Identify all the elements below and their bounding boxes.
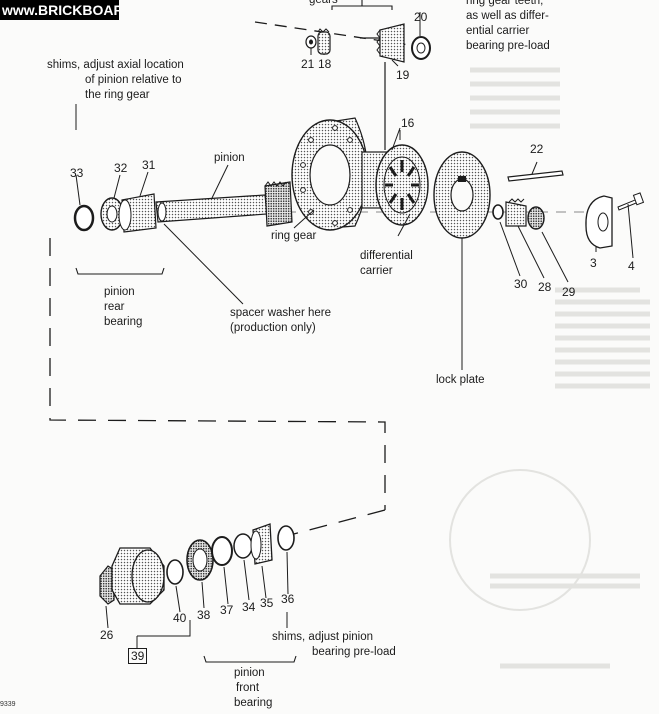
part-number-3: 3 xyxy=(590,256,597,270)
shim-36 xyxy=(277,525,295,551)
label-spacer-washer-1: spacer washer here xyxy=(230,307,331,319)
label-differential-carrier-1: differential xyxy=(360,250,413,262)
part-number-33: 33 xyxy=(70,166,84,180)
bearing-29 xyxy=(527,206,545,230)
label-pinion-rear-bearing-2: rear xyxy=(104,301,125,313)
label-pinion-rear-bearing-1: pinion xyxy=(104,286,135,298)
pinion-shaft xyxy=(155,181,293,227)
label-pinion: pinion xyxy=(214,152,245,164)
label-lock-plate: lock plate xyxy=(436,374,485,386)
label-ring-gear-note-4: bearing pre-load xyxy=(466,40,550,52)
figure-code: 9339 xyxy=(0,701,16,708)
label-differential-carrier-2: carrier xyxy=(360,265,393,277)
label-shims-axial-2: of pinion relative to xyxy=(85,74,182,86)
pinion-head-26 xyxy=(99,565,115,605)
bearing-28 xyxy=(505,198,527,227)
bearing-38 xyxy=(186,539,214,581)
housing-39 xyxy=(111,547,165,605)
gears-bracket xyxy=(331,0,393,10)
part-number-19: 19 xyxy=(396,68,410,82)
part-number-31: 31 xyxy=(142,158,156,172)
part-number-28: 28 xyxy=(538,280,552,294)
bevel-gear-19 xyxy=(360,23,405,63)
bearing-cap-3 xyxy=(585,195,613,249)
part-number-36: 36 xyxy=(281,592,295,606)
part-number-38: 38 xyxy=(197,608,211,622)
shim-33 xyxy=(73,204,95,232)
part-number-16: 16 xyxy=(401,116,415,130)
part-number-30: 30 xyxy=(514,277,528,291)
part-number-34: 34 xyxy=(242,600,256,614)
bearing-race-37 xyxy=(211,536,233,566)
label-pinion-front-bearing-1: pinion xyxy=(234,667,265,679)
label-shims-axial-1: shims, adjust axial location xyxy=(47,59,184,71)
label-pinion-front-bearing-3: bearing xyxy=(234,697,273,709)
label-pinion-rear-bearing-3: bearing xyxy=(104,316,143,328)
label-ring-gear-note-3: ential carrier xyxy=(466,25,530,37)
side-gear-18 xyxy=(317,28,331,55)
label-pinion-front-bearing-2: front xyxy=(236,682,260,694)
part-number-20: 20 xyxy=(414,10,428,24)
front-leader-lines xyxy=(105,551,289,648)
label-shims-axial-3: the ring gear xyxy=(85,89,150,101)
part-number-22: 22 xyxy=(530,142,544,156)
front-bearing-bracket xyxy=(203,655,297,663)
bolt-4 xyxy=(617,192,645,211)
alignment-dashed-line xyxy=(49,238,386,536)
part-number-37: 37 xyxy=(220,603,234,617)
differential-carrier xyxy=(361,130,429,226)
part-number-4: 4 xyxy=(628,259,635,273)
label-shims-preload-1: shims, adjust pinion xyxy=(272,631,373,643)
label-gears: gears xyxy=(309,0,338,6)
part-number-18: 18 xyxy=(318,57,332,71)
lock-plate xyxy=(433,151,491,239)
label-ring-gear: ring gear xyxy=(271,230,317,242)
label-spacer-washer-2: (production only) xyxy=(230,322,316,334)
part-number-29: 29 xyxy=(562,285,576,299)
thrust-washer-20 xyxy=(411,36,431,60)
label-shims-preload-2: bearing pre-load xyxy=(312,646,396,658)
leader-lines xyxy=(75,12,634,370)
washer-40 xyxy=(166,559,184,585)
part-number-21: 21 xyxy=(301,57,315,71)
part-number-35: 35 xyxy=(260,596,274,610)
label-ring-gear-note-1: ring gear teeth, xyxy=(466,0,544,7)
watermark-banner: www.BRICKBOARD.com xyxy=(0,0,119,20)
part-number-32: 32 xyxy=(114,161,128,175)
part-number-39-boxed: 39 xyxy=(128,648,148,664)
ring-gear xyxy=(291,117,369,231)
background-print-bleed xyxy=(449,67,650,669)
part-number-26: 26 xyxy=(100,628,114,642)
shim-34 xyxy=(233,533,253,559)
label-ring-gear-note-2: as well as differ- xyxy=(466,10,549,22)
bearing-30 xyxy=(492,204,504,220)
shaft-22 xyxy=(507,170,564,182)
side-gear-21 xyxy=(305,35,317,49)
bearing-35 xyxy=(250,523,273,565)
rear-bearing-bracket xyxy=(75,267,165,275)
bearing-31 xyxy=(118,193,157,233)
part-number-40: 40 xyxy=(173,611,187,625)
